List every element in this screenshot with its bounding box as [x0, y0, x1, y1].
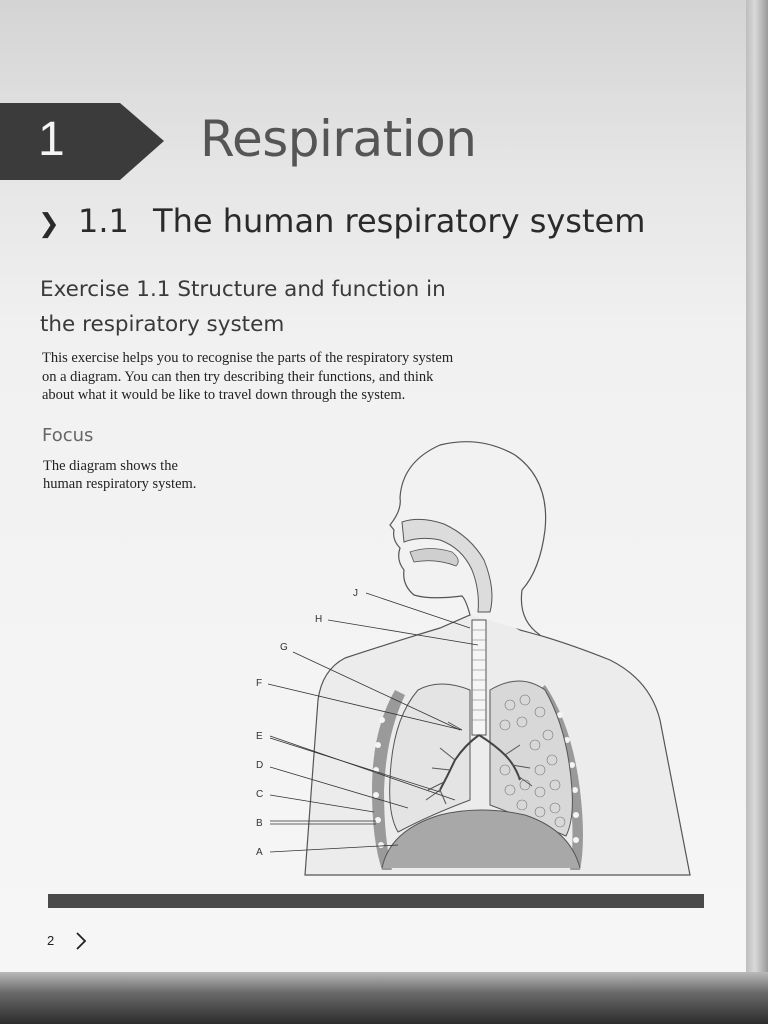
diagram-label-f: F — [256, 678, 262, 689]
exercise-intro: This exercise helps you to recognise the… — [42, 349, 512, 405]
scan-shadow — [0, 972, 768, 1024]
rib-cage-right — [537, 685, 583, 870]
trachea — [471, 619, 487, 736]
section-title: The human respiratory system — [153, 202, 646, 240]
chevron-right-icon: ❯ — [38, 209, 60, 239]
textbook-page: 1 Respiration ❯ 1.1 The human respirator… — [0, 0, 746, 972]
chapter-title: Respiration — [200, 110, 477, 168]
chevron-right-icon — [76, 932, 87, 950]
diagram-label-d: D — [256, 760, 263, 771]
intro-line: on a diagram. You can then try describin… — [42, 368, 434, 385]
focus-text: The diagram shows the human respiratory … — [43, 457, 233, 493]
focus-heading: Focus — [42, 425, 94, 446]
oral-cavity — [409, 548, 459, 567]
section-heading: ❯ 1.1 The human respiratory system — [38, 196, 645, 249]
respiratory-system-diagram: J H G F E D C B A — [256, 441, 691, 876]
rib-cage-left — [372, 690, 405, 870]
chapter-number: 1 — [38, 113, 65, 166]
section-number: 1.1 — [77, 202, 129, 240]
intro-line: This exercise helps you to recognise the… — [42, 350, 454, 366]
head-outline — [389, 441, 547, 636]
diagram-label-g: G — [280, 642, 288, 653]
diagram-label-j: J — [353, 588, 358, 599]
left-lung — [389, 683, 471, 833]
diagram-label-a: A — [256, 847, 263, 858]
focus-line: human respiratory system. — [43, 476, 197, 492]
exercise-title: Exercise 1.1 Structure and function in t… — [40, 272, 560, 342]
diagram-label-c: C — [256, 789, 263, 800]
chapter-tab — [0, 103, 164, 180]
exercise-title-line: the respiratory system — [40, 312, 285, 337]
page-edge — [746, 0, 768, 972]
focus-line: The diagram shows the — [43, 458, 178, 474]
exercise-title-line: Exercise 1.1 Structure and function in — [40, 277, 446, 302]
nasal-cavity — [401, 518, 493, 613]
diagram-label-e: E — [256, 731, 263, 742]
footer-bar — [48, 894, 704, 908]
diagram-label-b: B — [256, 818, 263, 829]
diagram-label-h: H — [315, 614, 322, 625]
page-number: 2 — [47, 933, 55, 948]
diaphragm — [381, 809, 581, 869]
intro-line: about what it would be like to travel do… — [42, 387, 406, 403]
